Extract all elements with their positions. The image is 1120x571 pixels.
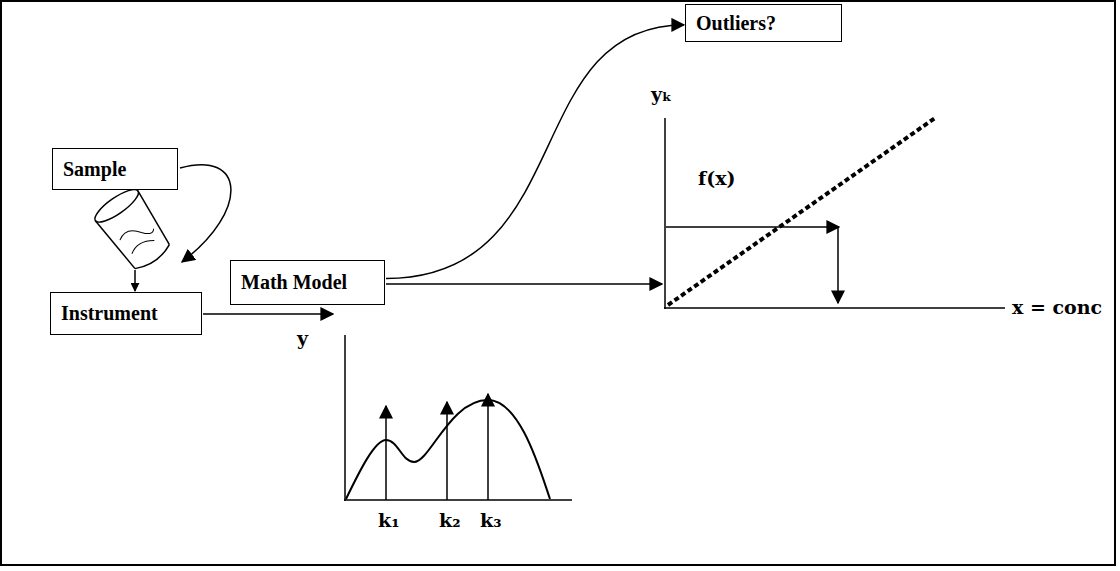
spectrum-plot: [344, 335, 572, 501]
down-arrow: [134, 270, 136, 291]
beaker-icon: [91, 184, 177, 275]
box-text: Math Model: [241, 271, 347, 294]
curved-connector: [386, 25, 684, 279]
process-box: Outliers?: [685, 4, 842, 42]
process-box: Math Model: [230, 260, 385, 305]
axis-label: k₁: [378, 510, 400, 531]
box-text: Sample: [63, 158, 126, 181]
axis-label: f(x): [698, 168, 735, 189]
axis-label: y: [297, 328, 308, 349]
process-box: Instrument: [50, 292, 202, 335]
arrow: [386, 283, 662, 285]
axis-label: k₃: [480, 510, 502, 531]
axis-label: x = conc: [1012, 297, 1102, 318]
curved-arrow: [180, 165, 231, 262]
box-text: Instrument: [61, 302, 158, 325]
calibration-graph: [664, 118, 1005, 309]
box-text: Outliers?: [696, 12, 776, 35]
process-box: Sample: [52, 148, 178, 190]
arrow: [203, 313, 333, 315]
axis-label: yₖ: [651, 84, 672, 105]
axis-label: k₂: [439, 510, 461, 531]
